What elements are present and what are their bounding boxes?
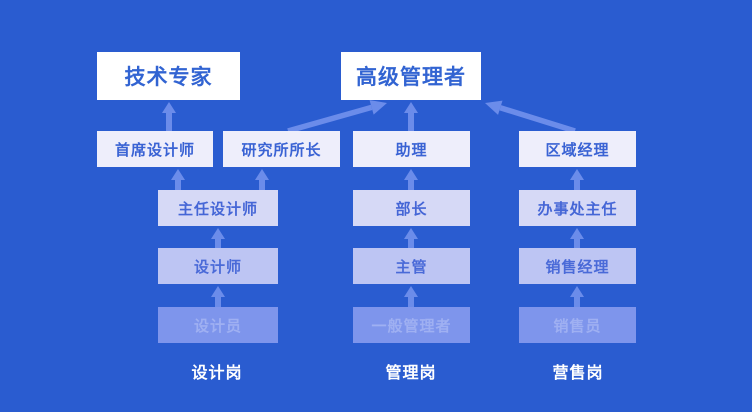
arrow-assistant-to-senior-manager (404, 102, 418, 131)
column-label-design: 设计岗 (191, 365, 243, 382)
node-label: 一般管理者 (371, 317, 452, 335)
node-designer[interactable]: 设计师 (158, 248, 278, 284)
node-label: 销售员 (553, 317, 602, 335)
node-label: 首席设计师 (114, 141, 195, 159)
node-label: 设计师 (193, 258, 242, 276)
node-senior-manager[interactable]: 高级管理者 (341, 52, 481, 100)
arrow-junior-designer-to-designer (211, 286, 225, 307)
node-label: 办事处主任 (537, 200, 618, 218)
arrow-chief-designer-to-tech-expert (162, 102, 176, 131)
node-supervisor[interactable]: 主管 (353, 248, 470, 284)
node-regional-manager[interactable]: 区域经理 (519, 131, 636, 167)
arrow-regional-manager-to-senior-manager (485, 100, 576, 134)
node-label: 区域经理 (545, 141, 610, 159)
node-salesperson[interactable]: 销售员 (519, 307, 636, 343)
node-office-director[interactable]: 办事处主任 (519, 190, 636, 226)
node-assistant[interactable]: 助理 (353, 131, 470, 167)
node-junior-designer[interactable]: 设计员 (158, 307, 278, 343)
arrow-salesperson-to-sales-manager (570, 286, 584, 307)
node-tech-expert[interactable]: 技术专家 (97, 52, 240, 100)
arrow-lead-designer-to-chief-designer (171, 169, 185, 190)
node-department-head[interactable]: 部长 (353, 190, 470, 226)
node-label: 主管 (395, 258, 428, 276)
node-label: 设计员 (193, 317, 242, 335)
node-general-manager[interactable]: 一般管理者 (353, 307, 470, 343)
node-label: 销售经理 (545, 258, 610, 276)
arrow-institute-director-to-senior-manager (287, 100, 387, 134)
node-label: 部长 (395, 200, 428, 218)
arrow-department-head-to-assistant (404, 169, 418, 190)
arrow-office-director-to-regional-manager (570, 169, 584, 190)
node-label: 高级管理者 (356, 66, 466, 89)
node-label: 研究所所长 (241, 141, 322, 159)
node-label: 技术专家 (124, 66, 213, 89)
arrow-sales-manager-to-office-director (570, 228, 584, 248)
arrow-supervisor-to-department-head (404, 228, 418, 248)
arrow-general-manager-to-supervisor (404, 286, 418, 307)
node-sales-manager[interactable]: 销售经理 (519, 248, 636, 284)
node-chief-designer[interactable]: 首席设计师 (97, 131, 213, 167)
node-lead-designer[interactable]: 主任设计师 (158, 190, 278, 226)
arrow-lead-designer-to-institute-director (255, 169, 269, 190)
node-label: 主任设计师 (177, 200, 258, 218)
column-label-management: 管理岗 (385, 365, 437, 382)
column-label-sales: 营售岗 (552, 365, 604, 382)
node-institute-director[interactable]: 研究所所长 (223, 131, 340, 167)
arrow-designer-to-lead-designer (211, 228, 225, 248)
node-label: 助理 (395, 141, 428, 159)
